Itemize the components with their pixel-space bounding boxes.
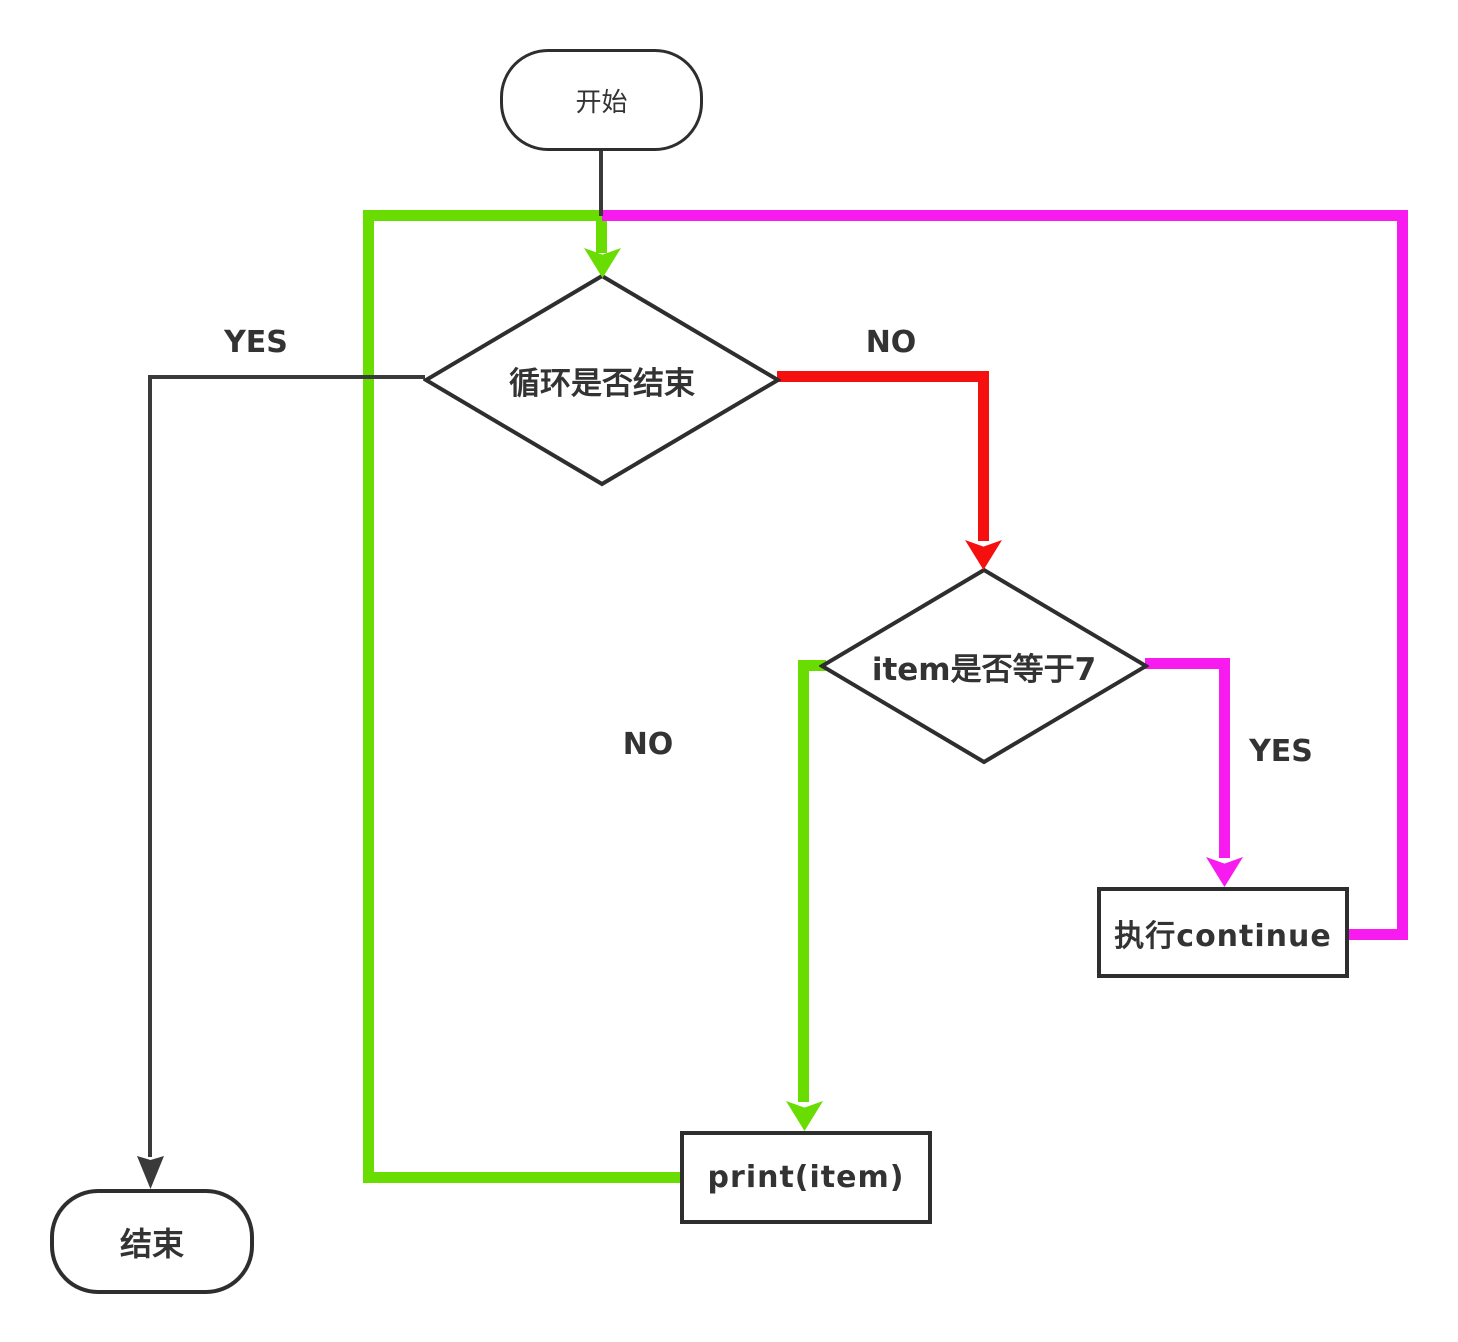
end-node: 结束 <box>50 1189 254 1294</box>
edge-magenta-top-horizontal <box>602 210 1408 221</box>
arrowhead-into-continue <box>1206 857 1243 887</box>
decision-item-equals-7-shape <box>819 567 1149 765</box>
edge-green-item-no-elbow <box>798 660 826 671</box>
decision-loop-finished: 循环是否结束 <box>423 273 781 487</box>
edge-green-item-no-vertical <box>798 660 809 1102</box>
edge-green-bottom-horizontal <box>363 1172 681 1183</box>
edge-magenta-right-vertical <box>1397 210 1408 940</box>
label-loop-yes: YES <box>224 325 288 360</box>
edge-yes-vertical <box>148 375 152 1157</box>
process-continue-label: 执行continue <box>1114 918 1332 954</box>
edge-magenta-item-yes-vertical <box>1219 658 1230 858</box>
decision-item-equals-7: item是否等于7 <box>819 567 1149 765</box>
start-node: 开始 <box>500 49 703 151</box>
label-loop-no: NO <box>865 325 917 360</box>
edge-magenta-box-horizontal <box>1349 929 1408 940</box>
edge-green-top-horizontal <box>363 210 608 221</box>
edge-red-no-horizontal <box>777 371 989 382</box>
start-node-label: 开始 <box>575 87 628 118</box>
process-print-item: print(item) <box>680 1131 932 1224</box>
edge-red-no-vertical <box>978 371 989 541</box>
process-print-item-label: print(item) <box>707 1160 905 1195</box>
decision-loop-finished-shape <box>423 273 781 487</box>
edge-start-stem <box>599 150 603 216</box>
edge-green-junction-stem <box>596 215 607 253</box>
label-item-no: NO <box>622 727 674 762</box>
edge-green-left-vertical <box>363 210 374 1183</box>
arrowhead-into-end <box>137 1156 164 1189</box>
edge-yes-horizontal <box>148 375 425 379</box>
decision-item-equals-7-label: item是否等于7 <box>871 651 1097 688</box>
end-node-label: 结束 <box>119 1224 184 1263</box>
process-continue: 执行continue <box>1097 887 1349 978</box>
arrowhead-into-item-check <box>965 540 1002 570</box>
arrowhead-into-print-item <box>786 1101 823 1131</box>
label-item-yes: YES <box>1249 734 1313 769</box>
edge-magenta-item-yes-horizontal <box>1145 658 1230 669</box>
decision-loop-finished-label: 循环是否结束 <box>509 365 695 402</box>
